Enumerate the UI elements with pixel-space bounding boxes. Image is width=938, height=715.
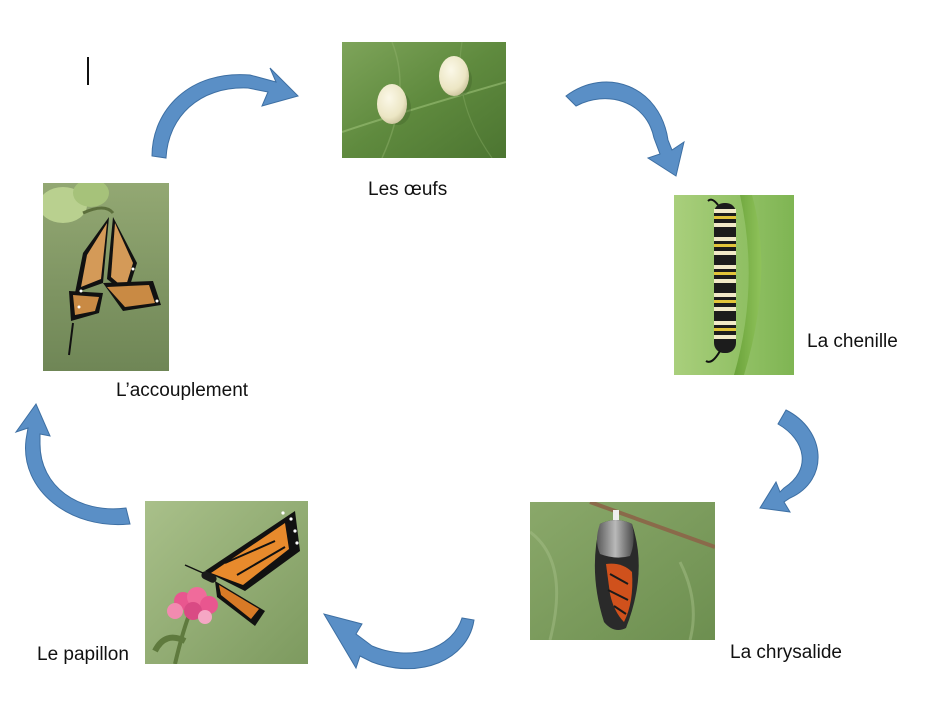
arrow-mating-to-eggs-icon <box>151 67 299 159</box>
mating-photo <box>43 183 169 371</box>
arrow-eggs-to-caterpillar-icon <box>565 81 685 177</box>
text-cursor <box>87 57 89 85</box>
stage-label-caterpillar: La chenille <box>807 331 898 352</box>
butterfly-photo <box>145 501 308 664</box>
chrysalis-photo <box>530 502 715 640</box>
arrow-butterfly-to-mating-icon <box>14 402 131 526</box>
stage-label-butterfly: Le papillon <box>37 644 129 665</box>
arrow-chrysalis-to-butterfly-icon <box>322 613 475 670</box>
caterpillar-photo <box>674 195 794 375</box>
arrow-caterpillar-to-chrysalis-icon <box>759 409 819 513</box>
eggs-photo <box>342 42 506 158</box>
stage-label-mating: L’accouplement <box>116 380 249 401</box>
stage-label-eggs: Les œufs <box>368 179 448 200</box>
stage-label-chrysalis: La chrysalide <box>730 642 842 663</box>
